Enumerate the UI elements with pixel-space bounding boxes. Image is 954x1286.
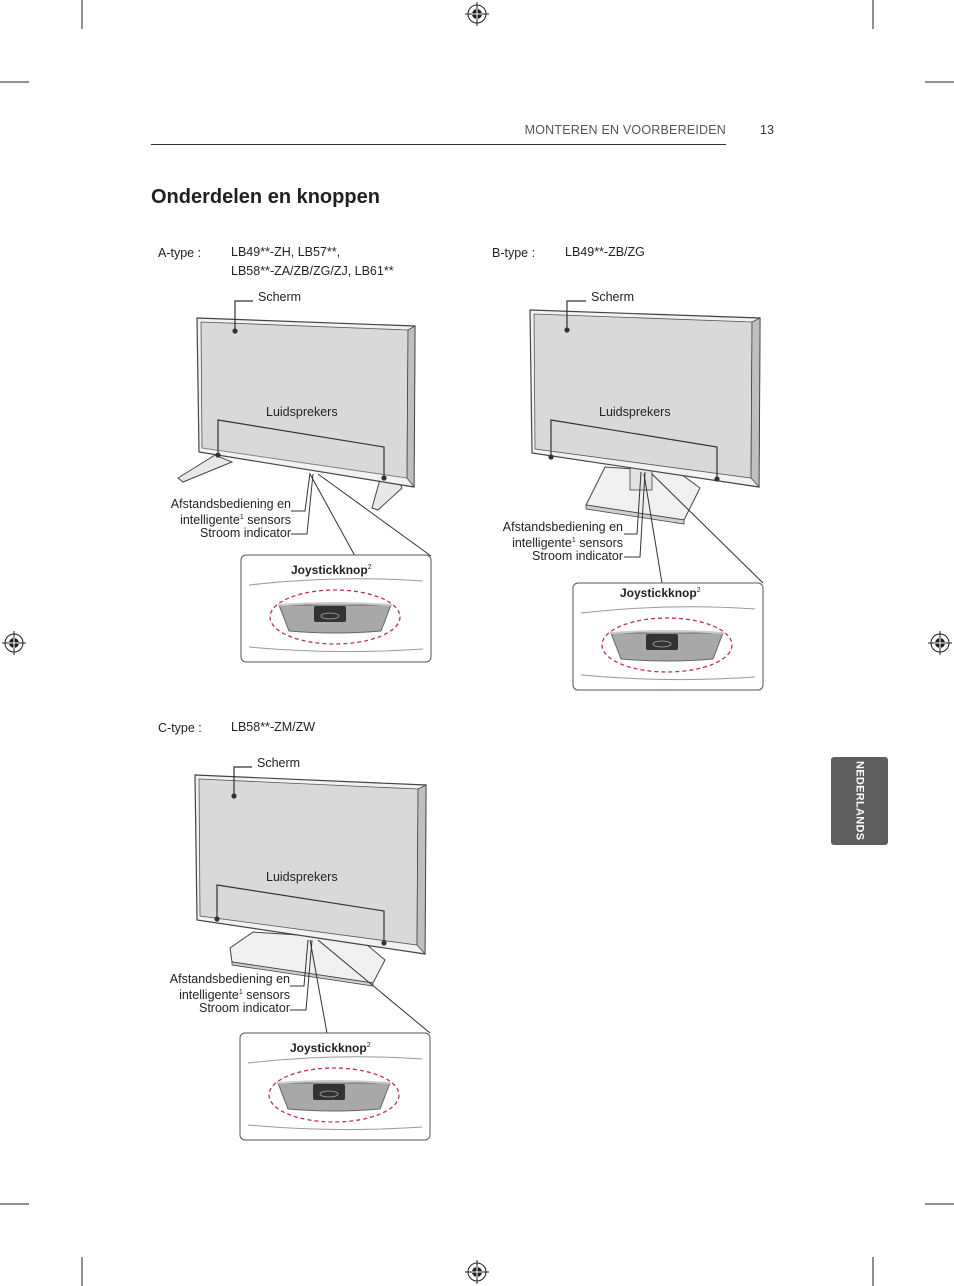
footnote-marker: 2 — [696, 587, 701, 594]
tv-illustration-a — [177, 300, 432, 557]
model-list-b: LB49**-ZB/ZG — [565, 243, 645, 262]
model-list-a: LB49**-ZH, LB57**, LB58**-ZA/ZB/ZG/ZJ, L… — [231, 243, 394, 281]
page-number: 13 — [760, 123, 774, 137]
tv-illustration-b — [529, 300, 764, 584]
language-text: NEDERLANDS — [853, 761, 866, 841]
screen-label-b: Scherm — [591, 290, 635, 304]
screen-label-c: Scherm — [257, 756, 301, 770]
registration-mark-icon — [927, 630, 953, 656]
footnote-marker: 1 — [239, 514, 244, 521]
registration-mark-icon — [464, 1259, 490, 1285]
sensors-text: sensors — [575, 536, 623, 551]
speakers-label-b: Luidsprekers — [599, 405, 671, 419]
type-label-a: A-type : — [158, 246, 202, 260]
type-label-b: B-type : — [492, 246, 536, 260]
footnote-marker: 2 — [367, 564, 372, 571]
screen-label-a: Scherm — [258, 290, 302, 304]
speakers-label-a: Luidsprekers — [266, 405, 338, 419]
type-label-c: C-type : — [158, 721, 202, 735]
language-tab — [831, 757, 888, 845]
power-indicator-label: Stroom indicator — [531, 549, 623, 564]
intelligent-text: intelligente — [512, 536, 572, 551]
registration-mark-icon — [464, 1, 490, 27]
page-title: Onderdelen en knoppen — [151, 186, 380, 208]
footnote-marker: 2 — [366, 1042, 371, 1049]
footnote-marker: 1 — [238, 989, 243, 996]
model-line: LB58**-ZA/ZB/ZG/ZJ, LB61** — [231, 264, 394, 278]
joystick-text: Joystickknop — [290, 1041, 367, 1055]
remote-sensor-line: Afstandsbediening en — [169, 972, 290, 986]
joystick-label-b: Joystickknop2 — [620, 586, 701, 600]
model-line: LB58**-ZM/ZW — [231, 720, 316, 734]
header-divider — [151, 144, 726, 145]
language-tab-label: NEDERLANDS — [831, 757, 888, 845]
sensors-text: sensors — [242, 988, 290, 1003]
remote-sensor-line: Afstandsbediening en — [170, 497, 291, 511]
joystick-label-c: Joystickknop2 — [290, 1041, 371, 1055]
model-list-c: LB58**-ZM/ZW — [231, 718, 315, 737]
remote-sensor-line: Afstandsbediening en — [502, 520, 623, 534]
model-line: LB49**-ZB/ZG — [565, 245, 645, 259]
sensor-label-a: Afstandsbediening en intelligente1 senso… — [140, 498, 291, 540]
power-indicator-label: Stroom indicator — [199, 526, 291, 541]
speakers-label-c: Luidsprekers — [266, 870, 338, 884]
remote-sensor-line: intelligente1 sensors — [140, 511, 291, 527]
model-line: LB49**-ZH, LB57**, — [231, 245, 341, 259]
remote-sensor-line: intelligente1 sensors — [472, 534, 623, 550]
tv-illustration-c — [194, 766, 431, 1034]
power-indicator-label: Stroom indicator — [198, 1001, 290, 1016]
sensor-label-b: Afstandsbediening en intelligente1 senso… — [472, 521, 623, 563]
registration-mark-icon — [1, 630, 27, 656]
sensor-label-c: Afstandsbediening en intelligente1 senso… — [139, 973, 290, 1015]
intelligent-text: intelligente — [180, 513, 240, 528]
remote-sensor-line: intelligente1 sensors — [139, 986, 290, 1002]
footnote-marker: 1 — [571, 537, 576, 544]
joystick-label-a: Joystickknop2 — [291, 563, 372, 577]
intelligent-text: intelligente — [179, 988, 239, 1003]
sensors-text: sensors — [243, 513, 291, 528]
joystick-text: Joystickknop — [620, 586, 697, 600]
joystick-text: Joystickknop — [291, 563, 368, 577]
section-header-title: MONTEREN EN VOORBEREIDEN — [524, 123, 726, 137]
